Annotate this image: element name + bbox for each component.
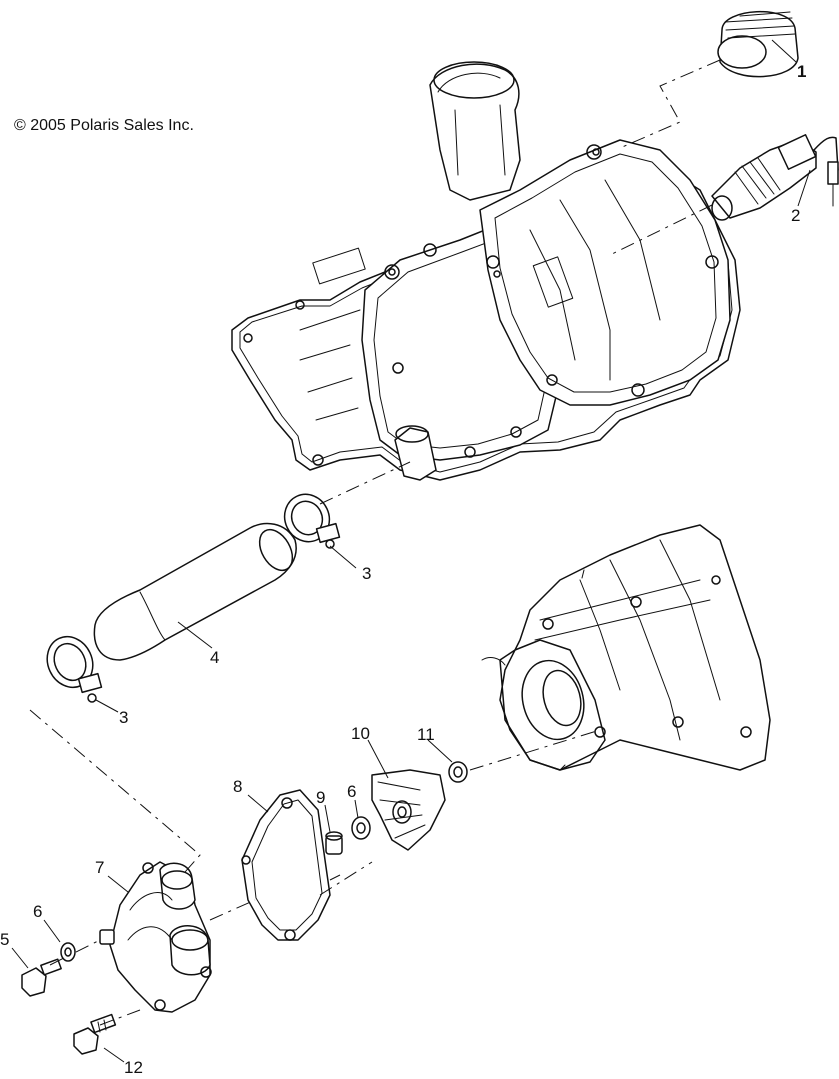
callout-6-lower: 6 bbox=[33, 902, 43, 921]
assembly-centerlines bbox=[29, 59, 721, 1026]
cylinder-head-drawing bbox=[231, 61, 741, 481]
coolant-hose-part-4 bbox=[93, 522, 297, 661]
callout-3-lower: 3 bbox=[119, 708, 129, 727]
washer-part-6-upper bbox=[351, 816, 371, 840]
callout-4: 4 bbox=[210, 648, 220, 667]
seal-part-9 bbox=[325, 831, 343, 855]
nut-part-11 bbox=[448, 761, 468, 783]
gasket-part-8 bbox=[241, 789, 331, 941]
callout-7: 7 bbox=[95, 858, 105, 877]
callout-5: 5 bbox=[0, 930, 10, 949]
callout-9: 9 bbox=[316, 788, 326, 807]
leader-lines bbox=[11, 39, 811, 1063]
crankcase-drawing bbox=[481, 524, 771, 771]
hose-clamp-lower bbox=[46, 635, 103, 703]
bolt-part-12 bbox=[73, 1013, 117, 1055]
callout-3-upper: 3 bbox=[362, 564, 372, 583]
callout-6-upper: 6 bbox=[347, 782, 357, 801]
copyright-notice: © 2005 Polaris Sales Inc. bbox=[14, 117, 194, 134]
thermostat-cap-part-1 bbox=[717, 10, 799, 78]
callout-2: 2 bbox=[791, 206, 801, 225]
callout-11: 11 bbox=[417, 725, 435, 744]
callout-12: 12 bbox=[124, 1058, 143, 1077]
bolt-part-5 bbox=[21, 958, 62, 997]
callout-1: 1 bbox=[797, 62, 807, 81]
hose-clamp-upper bbox=[283, 493, 341, 549]
callout-10: 10 bbox=[351, 724, 370, 743]
temperature-sensor-part-2 bbox=[711, 134, 839, 221]
pump-cover-part-7 bbox=[99, 861, 212, 1013]
callout-8: 8 bbox=[233, 777, 243, 796]
impeller-part-10 bbox=[371, 769, 446, 851]
washer-part-6-lower bbox=[60, 942, 76, 962]
